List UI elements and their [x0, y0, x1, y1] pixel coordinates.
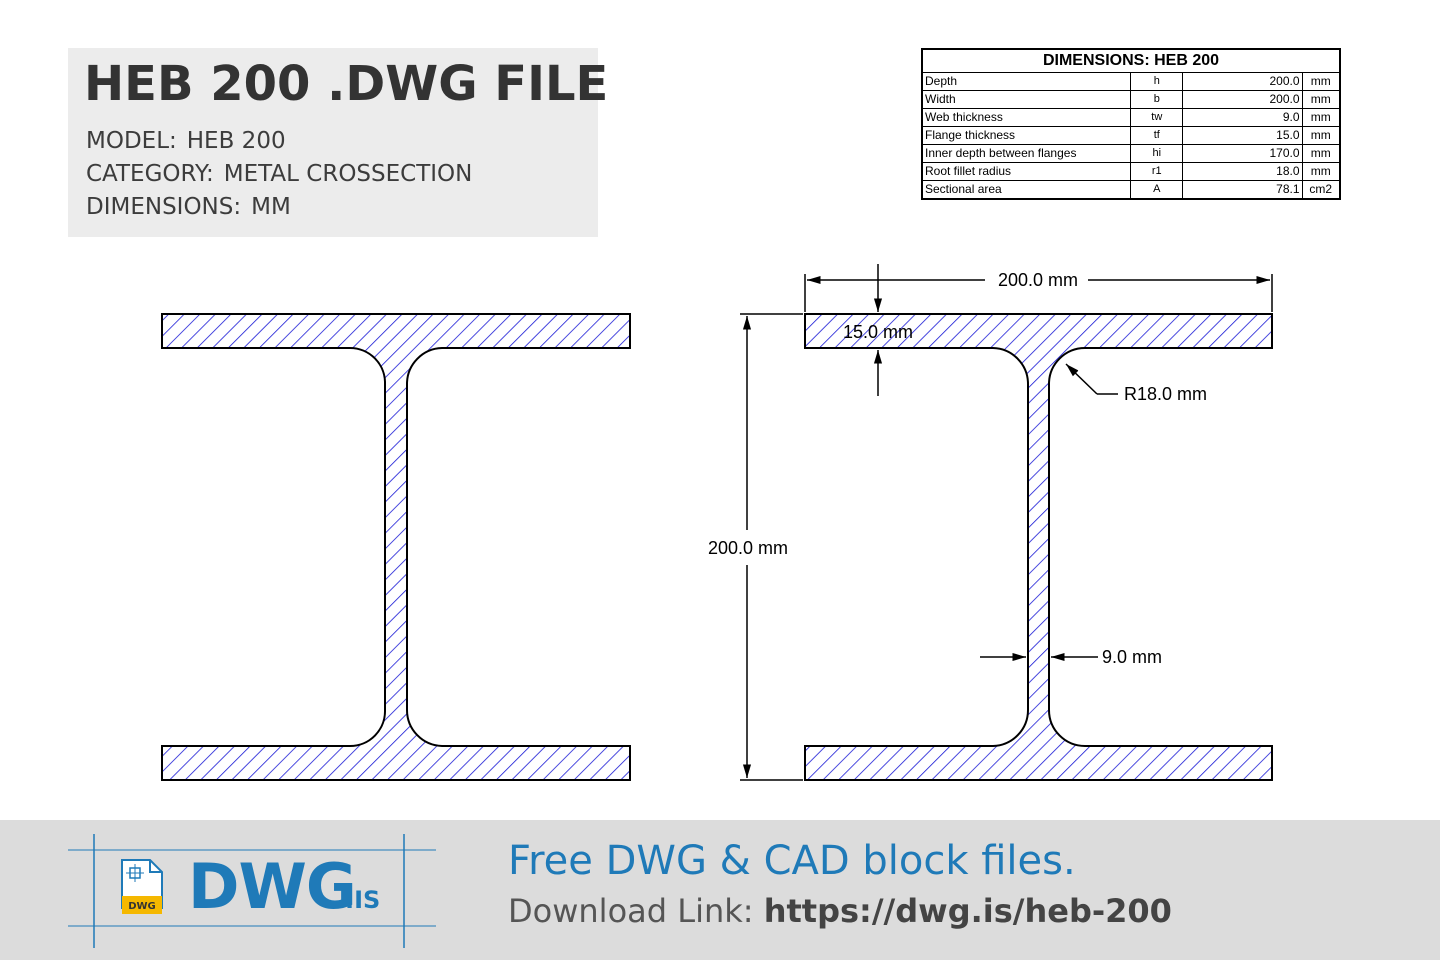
row-value: 200.0: [1182, 90, 1303, 109]
width-dim-label: 200.0 mm: [998, 270, 1078, 290]
table-row: Web thickness tw 9.0 mm: [921, 108, 1341, 127]
logo-frame: DWG: [68, 834, 436, 948]
row-unit: mm: [1301, 108, 1341, 127]
radius-dim-label: R18.0 mm: [1124, 384, 1207, 404]
footer-banner: DWG DWG .IS Free DWG & CAD block files. …: [0, 820, 1440, 960]
height-dim-label: 200.0 mm: [708, 538, 788, 558]
dimensions-value: MM: [251, 194, 291, 220]
model-line: MODEL: HEB 200: [86, 128, 286, 154]
download-link[interactable]: https://dwg.is/heb-200: [763, 892, 1172, 930]
row-unit: cm2: [1301, 180, 1341, 200]
row-unit: mm: [1301, 144, 1341, 163]
heb-drawing: 200.0 mm 200.0 mm 15.0 mm R18.0 mm 9.0 m…: [161, 264, 1273, 781]
download-line: Download Link: https://dwg.is/heb-200: [508, 892, 1172, 930]
row-name: Sectional area: [921, 180, 1132, 200]
row-unit: mm: [1301, 162, 1341, 181]
radius-leader: [1065, 363, 1118, 395]
title-block: HEB 200 .DWG FILE MODEL: HEB 200 CATEGORY…: [68, 48, 608, 237]
dimensions-line: DIMENSIONS: MM: [86, 194, 291, 220]
model-value: HEB 200: [186, 128, 286, 154]
dimensions-table: DIMENSIONS: HEB 200 Depth h 200.0 mm Wid…: [921, 48, 1341, 200]
row-name: Root fillet radius: [921, 162, 1132, 181]
flange-dim-label: 15.0 mm: [843, 322, 913, 342]
i-beam-section-right: [804, 313, 1273, 781]
dimensions-label: DIMENSIONS:: [86, 194, 242, 220]
category-line: CATEGORY: METAL CROSSECTION: [86, 161, 472, 187]
row-unit: mm: [1301, 126, 1341, 145]
dwg-file-icon: DWG: [121, 859, 163, 914]
table-row: Depth h 200.0 mm: [921, 72, 1341, 91]
web-dim-label: 9.0 mm: [1102, 647, 1162, 667]
page-title: HEB 200 .DWG FILE: [84, 56, 609, 112]
model-label: MODEL:: [86, 128, 177, 154]
table-row: Root fillet radius r1 18.0 mm: [921, 162, 1341, 181]
logo-wordmark: DWG: [188, 850, 357, 923]
logo-tld: .IS: [345, 886, 381, 914]
row-unit: mm: [1301, 90, 1341, 109]
category-label: CATEGORY:: [86, 161, 214, 187]
width-dimension: [804, 274, 1273, 312]
height-dimension: [740, 313, 803, 781]
logo-badge: DWG: [128, 901, 156, 912]
table-row: Sectional area A 78.1 cm2: [921, 180, 1341, 200]
category-value: METAL CROSSECTION: [223, 161, 473, 187]
tagline: Free DWG & CAD block files.: [508, 838, 1076, 884]
row-value: 78.1: [1182, 180, 1303, 200]
row-value: 18.0: [1182, 162, 1303, 181]
i-beam-section-left: [161, 313, 631, 781]
download-label: Download Link:: [508, 892, 764, 930]
